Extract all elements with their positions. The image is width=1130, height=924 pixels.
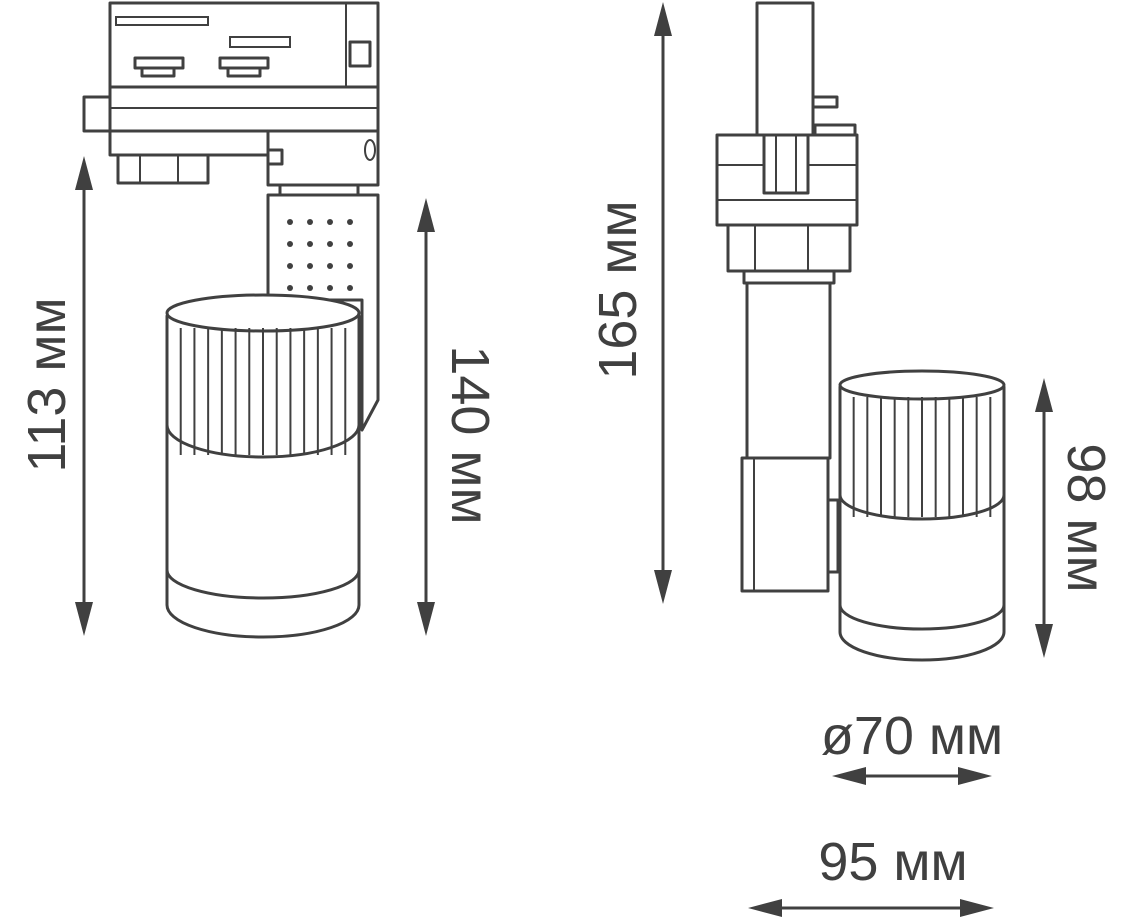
vent-hole [287, 241, 293, 247]
side-track-adapter [715, 1, 859, 285]
dimension-95: 95 мм [748, 832, 994, 917]
dimension-label-95: 95 мм [818, 832, 967, 892]
vent-hole [307, 285, 313, 291]
cooling-fins [852, 397, 992, 517]
front-track-adapter [82, 1, 380, 197]
vent-hole [307, 241, 313, 247]
vent-hole [327, 263, 333, 269]
side-view [715, 1, 1006, 662]
dimension-165: 165 мм [588, 2, 672, 604]
front-lamp-body [165, 293, 361, 639]
dimension-113: 113 мм [17, 156, 93, 636]
vent-hole [347, 263, 353, 269]
dimension-label-140: 140 мм [440, 345, 500, 524]
dimension-label-98: 98 мм [1056, 443, 1116, 592]
side-lamp-body [838, 369, 1006, 662]
vent-hole [327, 219, 333, 225]
vent-hole [347, 285, 353, 291]
vent-holes [287, 219, 353, 291]
vent-hole [327, 285, 333, 291]
vent-hole [327, 241, 333, 247]
vent-hole [347, 241, 353, 247]
vent-hole [287, 263, 293, 269]
dimension-label-165: 165 мм [588, 200, 648, 379]
vent-hole [347, 219, 353, 225]
vent-hole [307, 219, 313, 225]
dimension-70: ø70 мм [821, 706, 1003, 785]
dimension-140: 140 мм [417, 198, 500, 636]
dimension-98: 98 мм [1035, 378, 1116, 658]
vent-hole [307, 263, 313, 269]
front-view [82, 1, 380, 639]
dimension-label-113: 113 мм [17, 297, 77, 472]
dimension-label-70: ø70 мм [821, 706, 1003, 766]
vent-hole [287, 219, 293, 225]
vent-hole [287, 285, 293, 291]
cooling-fins [179, 328, 347, 455]
side-arm [740, 281, 840, 593]
